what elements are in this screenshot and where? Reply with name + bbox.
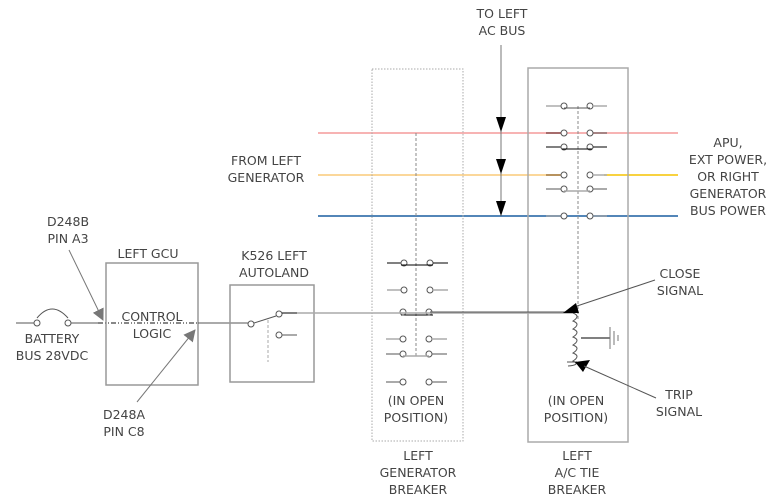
d248a-pointer [136, 329, 196, 403]
arrow-down-icon [496, 201, 506, 216]
close-arrow-icon [563, 303, 579, 313]
close-signal-pointer [576, 279, 656, 307]
arrow-down-icon [496, 159, 506, 174]
left-ac-tie-breaker-box [527, 67, 629, 443]
left-gcu-label: LEFT GCU [117, 246, 178, 261]
battery-switch [16, 308, 98, 327]
trip-signal-pointer [583, 365, 657, 399]
arrow-down-icon [496, 117, 506, 132]
d248b-pointer [68, 249, 104, 321]
k526-autoland-box [229, 284, 315, 383]
tie-breaker-contacts [546, 102, 607, 220]
trip-coil [567, 312, 619, 367]
left-generator-breaker-box [371, 68, 464, 442]
trip-arrow-icon [575, 360, 590, 372]
k526-relay-switch [247, 310, 297, 362]
gen-breaker-contacts [386, 259, 448, 386]
